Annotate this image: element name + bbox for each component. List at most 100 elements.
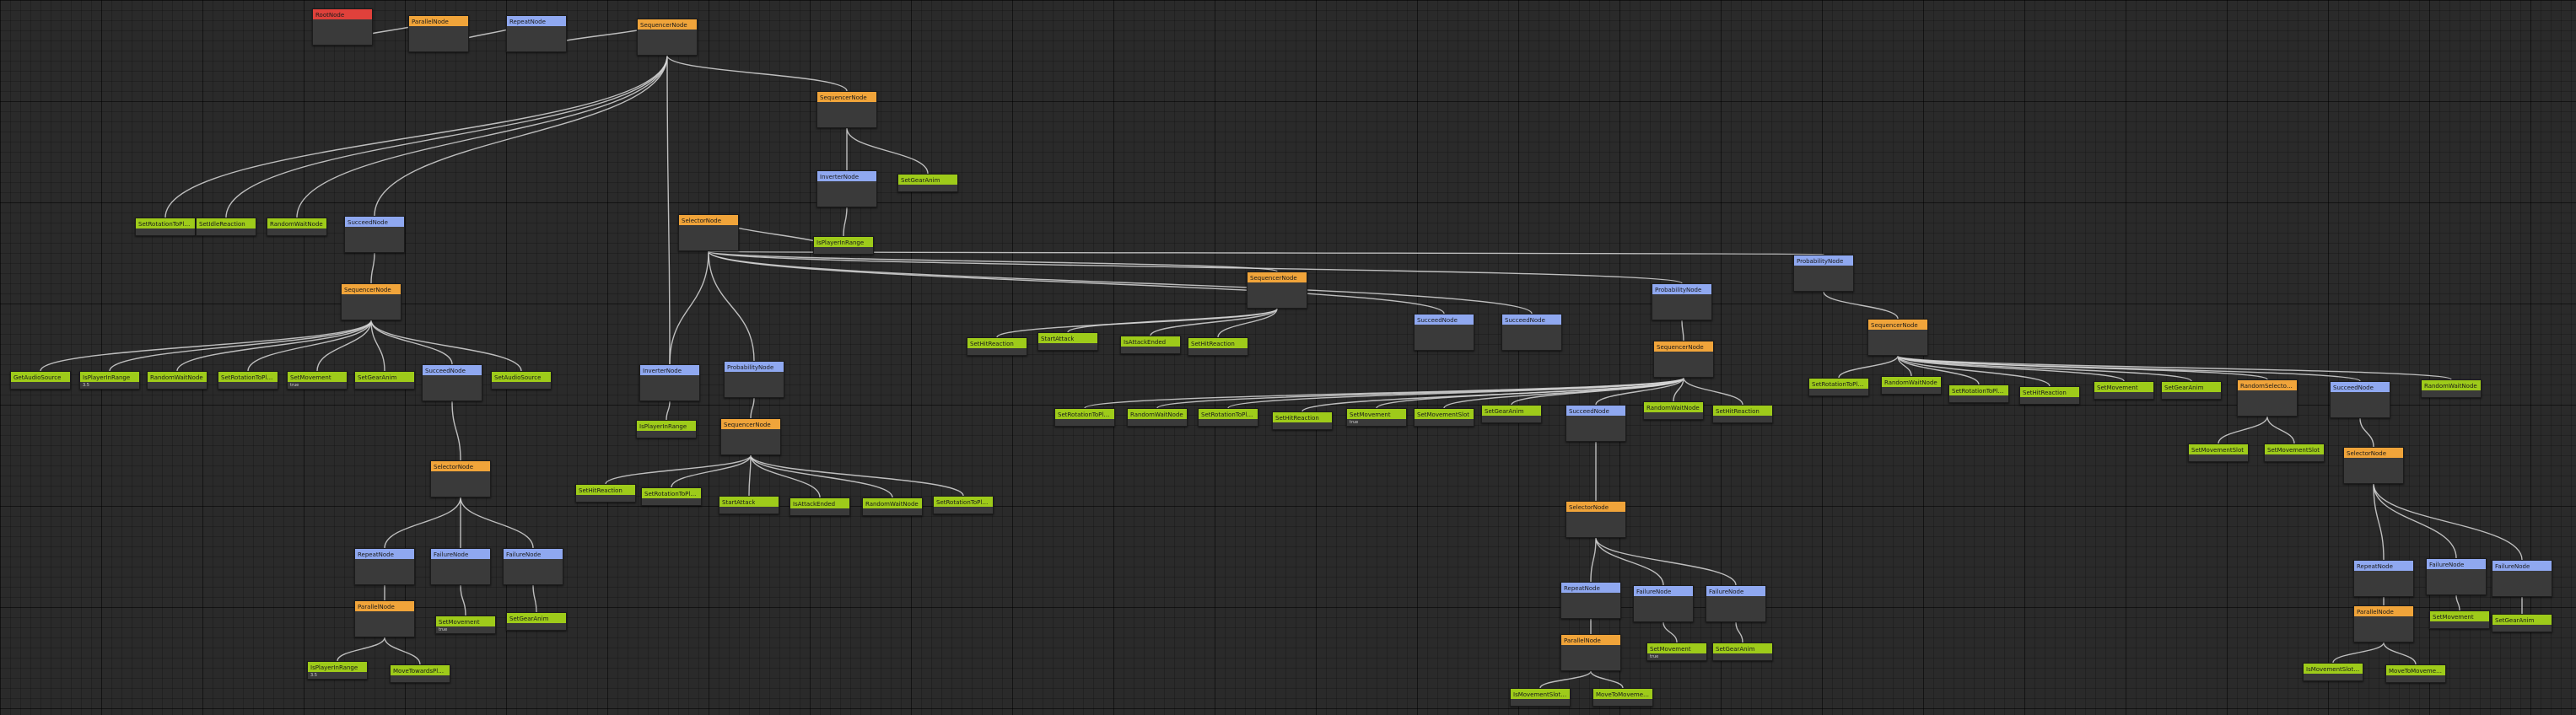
node-succeed-node[interactable]: SucceedNode	[344, 216, 405, 253]
node-set-rotation-to-player[interactable]: SetRotationToPlayer	[1198, 408, 1258, 427]
node-sequencer-node[interactable]: SequencerNode	[341, 283, 401, 320]
node-is-movement-slot-in-range[interactable]: IsMovementSlotInRange	[1510, 688, 1571, 707]
node-parallel-node[interactable]: ParallelNode	[354, 600, 415, 637]
node-is-movement-slot-in-range[interactable]: IsMovementSlotInRange	[2303, 663, 2363, 681]
node-random-wait-node[interactable]: RandomWaitNode	[2421, 379, 2482, 398]
node-get-audio-source[interactable]: GetAudioSource	[10, 371, 71, 390]
node-set-hit-reaction[interactable]: SetHitReaction	[1188, 337, 1248, 356]
node-selector-node[interactable]: SelectorNode	[1566, 501, 1626, 538]
node-set-movement-slot[interactable]: SetMovementSlot	[2264, 444, 2325, 462]
node-set-gear-anim[interactable]: SetGearAnim	[2161, 381, 2222, 400]
node-move-towards-player[interactable]: MoveTowardsPlayer	[390, 664, 450, 683]
node-failure-node[interactable]: FailureNode	[1633, 585, 1694, 622]
node-set-gear-anim[interactable]: SetGearAnim	[506, 612, 567, 631]
node-set-hit-reaction[interactable]: SetHitReaction	[1712, 405, 1773, 423]
node-set-movement-slot[interactable]: SetMovementSlot	[2188, 444, 2249, 462]
node-set-rotation-to-player[interactable]: SetRotationToPlayer	[1948, 384, 2009, 403]
node-set-hit-reaction[interactable]: SetHitReaction	[2019, 386, 2080, 405]
node-sequencer-node[interactable]: SequencerNode	[720, 418, 781, 455]
node-set-idle-reaction[interactable]: SetIdleReaction	[196, 218, 256, 236]
node-root-node[interactable]: RootNode	[312, 8, 373, 46]
node-parallel-node[interactable]: ParallelNode	[2353, 605, 2414, 642]
node-is-attack-ended[interactable]: IsAttackEnded	[790, 497, 850, 516]
node-sequencer-node[interactable]: SequencerNode	[816, 91, 877, 128]
node-repeat-node[interactable]: RepeatNode	[2353, 560, 2414, 597]
node-set-rotation-to-player[interactable]: SetRotationToPlayer	[1054, 408, 1115, 427]
node-set-gear-anim[interactable]: SetGearAnim	[1712, 642, 1773, 661]
node-set-movement-slot[interactable]: SetMovementSlot	[1414, 408, 1474, 427]
edge-n50-n52	[1156, 377, 1684, 409]
node-label: SetMovement	[2433, 614, 2474, 621]
node-repeat-node[interactable]: RepeatNode	[354, 548, 415, 585]
node-random-wait-node[interactable]: RandomWaitNode	[1127, 408, 1188, 427]
node-random-wait-node[interactable]: RandomWaitNode	[1881, 376, 1942, 395]
node-set-rotation-to-player[interactable]: SetRotationToPlayer	[218, 371, 278, 390]
node-succeed-node[interactable]: SucceedNode	[1501, 314, 1562, 351]
node-random-wait-node[interactable]: RandomWaitNode	[1643, 401, 1704, 420]
node-failure-node[interactable]: FailureNode	[2492, 560, 2552, 597]
node-repeat-node[interactable]: RepeatNode	[1560, 582, 1621, 619]
node-probability-node[interactable]: ProbabilityNode	[1793, 255, 1854, 292]
node-move-to-movement-slot[interactable]: MoveToMovementSlot	[2385, 664, 2446, 683]
node-set-movement[interactable]: SetMovement	[2429, 610, 2490, 629]
node-set-gear-anim[interactable]: SetGearAnim	[2492, 614, 2552, 632]
node-set-rotation-to-player[interactable]: SetRotationToPlayer	[1808, 378, 1869, 396]
node-selector-node[interactable]: SelectorNode	[2343, 447, 2404, 484]
node-random-wait-node[interactable]: RandomWaitNode	[267, 218, 327, 236]
node-set-movement[interactable]: SetMovement	[2094, 381, 2154, 400]
node-succeed-node[interactable]: SucceedNode	[422, 364, 482, 401]
node-parallel-node[interactable]: ParallelNode	[1560, 634, 1621, 671]
node-failure-node[interactable]: FailureNode	[1706, 585, 1766, 622]
node-selector-node[interactable]: SelectorNode	[678, 214, 739, 251]
node-set-gear-anim[interactable]: SetGearAnim	[897, 174, 958, 192]
node-is-player-in-range[interactable]: IsPlayerInRange	[636, 420, 697, 438]
node-sequencer-node[interactable]: SequencerNode	[1247, 271, 1307, 309]
node-is-attack-ended[interactable]: IsAttackEnded	[1120, 336, 1181, 354]
node-repeat-node[interactable]: RepeatNode	[506, 15, 567, 52]
node-set-rotation-to-player[interactable]: SetRotationToPlayer	[641, 487, 702, 506]
node-set-rotation-to-player[interactable]: SetRotationToPlayer	[933, 496, 994, 514]
node-parallel-node[interactable]: ParallelNode	[408, 15, 469, 52]
node-random-wait-node[interactable]: RandomWaitNode	[147, 371, 207, 390]
node-failure-node[interactable]: FailureNode	[430, 548, 491, 585]
node-set-audio-source[interactable]: SetAudioSource	[491, 371, 552, 390]
node-sequencer-node[interactable]: SequencerNode	[1867, 319, 1928, 356]
node-random-selector-node[interactable]: RandomSelectorNode	[2237, 379, 2298, 417]
node-failure-node[interactable]: FailureNode	[503, 548, 563, 585]
node-header: FailureNode	[2427, 559, 2486, 569]
node-random-wait-node[interactable]: RandomWaitNode	[862, 497, 923, 516]
node-start-attack[interactable]: StartAttack	[1037, 332, 1098, 351]
node-header: SetHitReaction	[1188, 338, 1248, 348]
node-set-hit-reaction[interactable]: SetHitReaction	[967, 337, 1027, 356]
node-probability-node[interactable]: ProbabilityNode	[724, 361, 784, 398]
node-succeed-node[interactable]: SucceedNode	[2330, 381, 2390, 418]
edge-n70-n73	[1897, 355, 1980, 385]
node-set-rotation-to-player[interactable]: SetRotationToPlayer	[135, 218, 196, 236]
node-start-attack[interactable]: StartAttack	[719, 496, 779, 514]
node-selector-node[interactable]: SelectorNode	[430, 460, 491, 497]
node-failure-node[interactable]: FailureNode	[2426, 558, 2487, 595]
node-probability-node[interactable]: ProbabilityNode	[1652, 283, 1712, 320]
edge-n70-n71	[1838, 355, 1899, 379]
node-set-gear-anim[interactable]: SetGearAnim	[354, 371, 415, 390]
node-set-hit-reaction[interactable]: SetHitReaction	[575, 484, 636, 503]
node-move-to-movement-slot[interactable]: MoveToMovementSlot	[1592, 688, 1653, 707]
node-label: SucceedNode	[1417, 317, 1458, 324]
node-succeed-node[interactable]: SucceedNode	[1414, 314, 1474, 351]
node-set-hit-reaction[interactable]: SetHitReaction	[1272, 411, 1333, 430]
node-inverter-node[interactable]: InverterNode	[639, 364, 700, 401]
node-is-player-in-range[interactable]: IsPlayerInRange	[813, 236, 874, 255]
node-succeed-node[interactable]: SucceedNode	[1566, 405, 1626, 442]
node-sequencer-node[interactable]: SequencerNode	[637, 19, 698, 56]
node-label: SelectorNode	[2347, 450, 2387, 457]
node-sequencer-node[interactable]: SequencerNode	[1653, 341, 1714, 378]
node-inverter-node[interactable]: InverterNode	[816, 170, 877, 207]
node-set-gear-anim[interactable]: SetGearAnim	[1481, 405, 1542, 423]
node-header: IsPlayerInRange	[814, 237, 873, 247]
